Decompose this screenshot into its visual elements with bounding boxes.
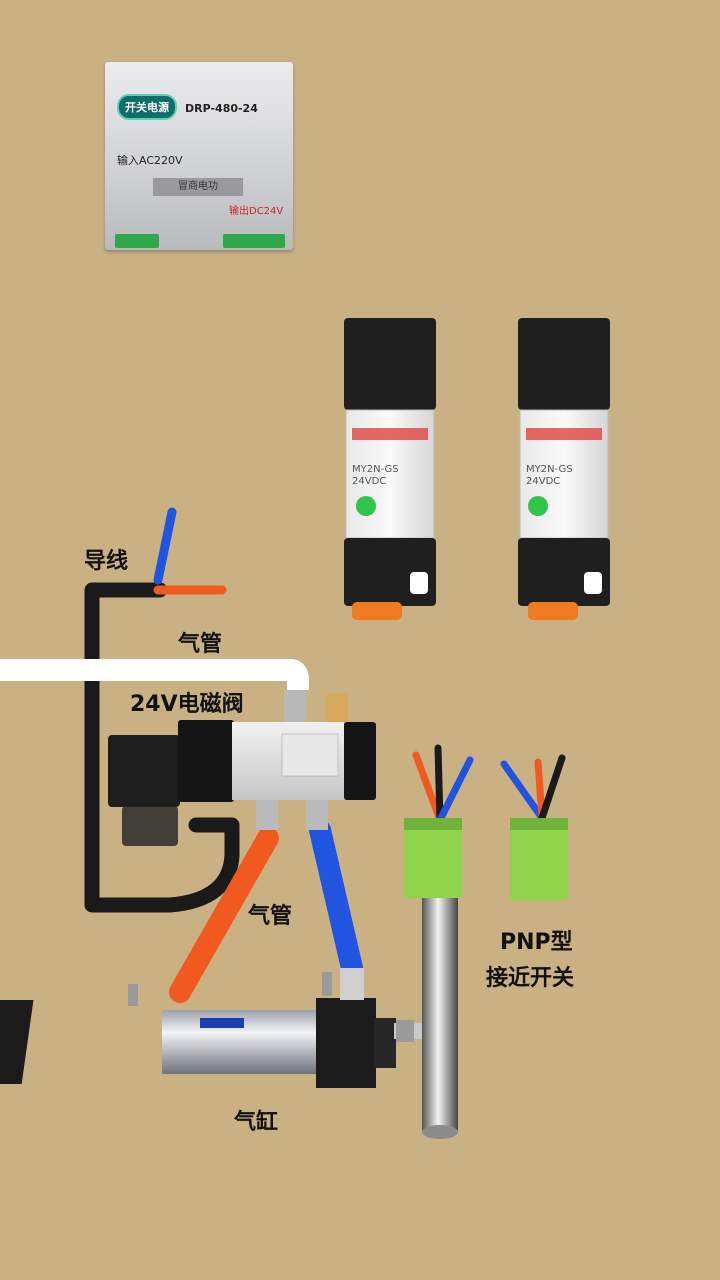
relay-2-contact-strip bbox=[526, 428, 602, 440]
psu-model: DRP-480-24 bbox=[185, 102, 258, 115]
valve-end-cap bbox=[344, 722, 376, 800]
target-rod-body bbox=[422, 895, 458, 1130]
sensor-1-body bbox=[404, 818, 462, 898]
label-air-tube-top: 气管 bbox=[178, 632, 223, 657]
sensor-2-wire-blue bbox=[500, 760, 546, 822]
relay-1-clip bbox=[410, 572, 428, 594]
psu-input-terminals bbox=[115, 234, 159, 248]
relay-1-model-1: MY2N-GS bbox=[352, 464, 399, 475]
relay-2-model-2: 24VDC bbox=[526, 476, 560, 487]
label-cylinder: 气缸 bbox=[234, 1110, 279, 1135]
relay-1-model-2: 24VDC bbox=[352, 476, 386, 487]
cylinder-rear-block bbox=[316, 998, 376, 1088]
valve-fitting-left bbox=[256, 800, 278, 830]
relay-2-model-1: MY2N-GS bbox=[526, 464, 573, 475]
valve-muffler bbox=[326, 694, 348, 722]
relay-2-indicator bbox=[528, 496, 548, 516]
sensor-1-face bbox=[404, 818, 462, 830]
target-rod bbox=[422, 895, 458, 1139]
relay-2-socket-foot bbox=[528, 602, 578, 620]
valve-nameplate bbox=[281, 733, 339, 777]
label-solenoid-valve: 24V电磁阀 bbox=[130, 692, 244, 717]
psu-output-terminals bbox=[223, 234, 285, 248]
relay-1-contact-strip bbox=[352, 428, 428, 440]
blue-wire-end bbox=[153, 507, 177, 585]
sensor-2-face bbox=[510, 818, 568, 830]
label-air-tube-bottom: 气管 bbox=[248, 904, 293, 929]
cylinder-port-right bbox=[340, 968, 364, 1000]
sensor-2-wire-black bbox=[538, 754, 566, 822]
white-air-tube bbox=[0, 659, 309, 691]
cylinder-bolt-right bbox=[322, 972, 332, 996]
valve-fitting-right bbox=[306, 800, 328, 830]
valve-coil-cable bbox=[122, 806, 178, 846]
solenoid-valve bbox=[108, 690, 376, 846]
proximity-sensor-2 bbox=[500, 754, 568, 900]
label-wire: 导线 bbox=[84, 549, 129, 574]
cylinder-end-cap bbox=[374, 1018, 396, 1068]
cylinder-front-block bbox=[0, 1000, 34, 1084]
relay-1-socket-foot bbox=[352, 602, 402, 620]
cylinder-bolt-left bbox=[128, 984, 138, 1006]
sensor-1-wire-blue bbox=[436, 756, 474, 824]
relay-2-socket-top bbox=[518, 318, 610, 410]
proximity-sensor-1 bbox=[404, 744, 474, 898]
relay-1-socket-top bbox=[344, 318, 436, 410]
valve-fitting-top bbox=[284, 690, 306, 722]
relay-1-indicator bbox=[356, 496, 376, 516]
psu-brand-badge: 开关电源 bbox=[117, 94, 177, 120]
valve-coil bbox=[178, 720, 234, 802]
cylinder-label bbox=[200, 1018, 244, 1028]
sensor-2-wire-orange bbox=[534, 758, 546, 822]
switching-power-supply: 开关电源 DRP-480-24 输入AC220V 冒商电功 输出DC24V bbox=[105, 62, 293, 250]
blue-air-tube bbox=[309, 819, 363, 979]
target-rod-tip bbox=[422, 1125, 458, 1139]
psu-caption: 冒商电功 bbox=[153, 178, 243, 196]
relay-2: MY2N-GS 24VDC bbox=[518, 318, 610, 620]
psu-output-rating: 输出DC24V bbox=[229, 206, 284, 217]
cylinder-rod-nut bbox=[396, 1020, 414, 1042]
orange-air-tube bbox=[169, 827, 279, 1003]
black-wire bbox=[84, 582, 240, 913]
sensor-1-wire-orange bbox=[412, 751, 444, 824]
sensor-2-body bbox=[510, 818, 568, 900]
label-proximity-switch: 接近开关 bbox=[486, 966, 575, 991]
psu-input-rating: 输入AC220V bbox=[117, 154, 183, 167]
valve-coil-connector bbox=[108, 735, 180, 807]
relay-1: MY2N-GS 24VDC bbox=[344, 318, 436, 620]
label-pnp-type: PNP型 bbox=[500, 930, 573, 955]
sensor-1-wire-black bbox=[434, 744, 444, 824]
air-cylinder bbox=[0, 968, 422, 1088]
relay-2-clip bbox=[584, 572, 602, 594]
